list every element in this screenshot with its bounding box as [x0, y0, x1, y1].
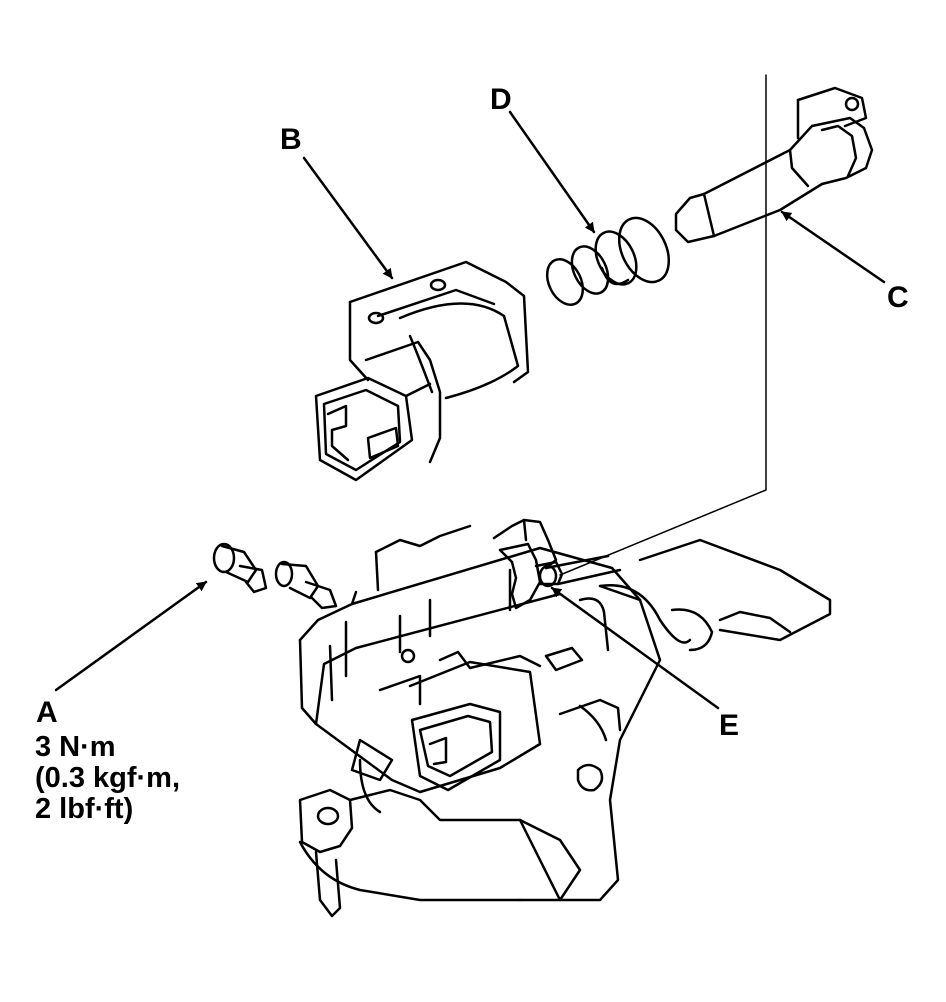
lock-pawl-part-e: [492, 518, 622, 610]
solenoid-part-b: [314, 260, 530, 482]
callout-label-e: E: [719, 709, 740, 742]
shift-lever-base: [298, 524, 832, 918]
bolts-part-a: [212, 542, 338, 610]
torque-spec: 3 N·m (0.3 kgf·m, 2 lbf·ft): [35, 732, 180, 825]
callout-arrows: [54, 110, 886, 710]
callout-label-a: A: [36, 696, 58, 729]
torque-spec-line-1: 3 N·m: [35, 731, 116, 763]
arrow-c: [780, 210, 886, 284]
callout-label-c: C: [887, 281, 909, 314]
arrow-e: [550, 586, 720, 710]
callout-label-b: B: [280, 123, 302, 156]
callout-label-d: D: [490, 83, 512, 116]
torque-spec-line-3: 2 lbf·ft): [35, 793, 134, 825]
arrow-a: [54, 580, 208, 692]
spring-part-d: [545, 216, 671, 306]
arrow-d: [508, 110, 596, 234]
torque-spec-line-2: (0.3 kgf·m,: [35, 762, 181, 794]
alignment-line: [559, 74, 767, 576]
plunger-part-c: [674, 86, 874, 244]
arrow-b: [302, 156, 394, 280]
